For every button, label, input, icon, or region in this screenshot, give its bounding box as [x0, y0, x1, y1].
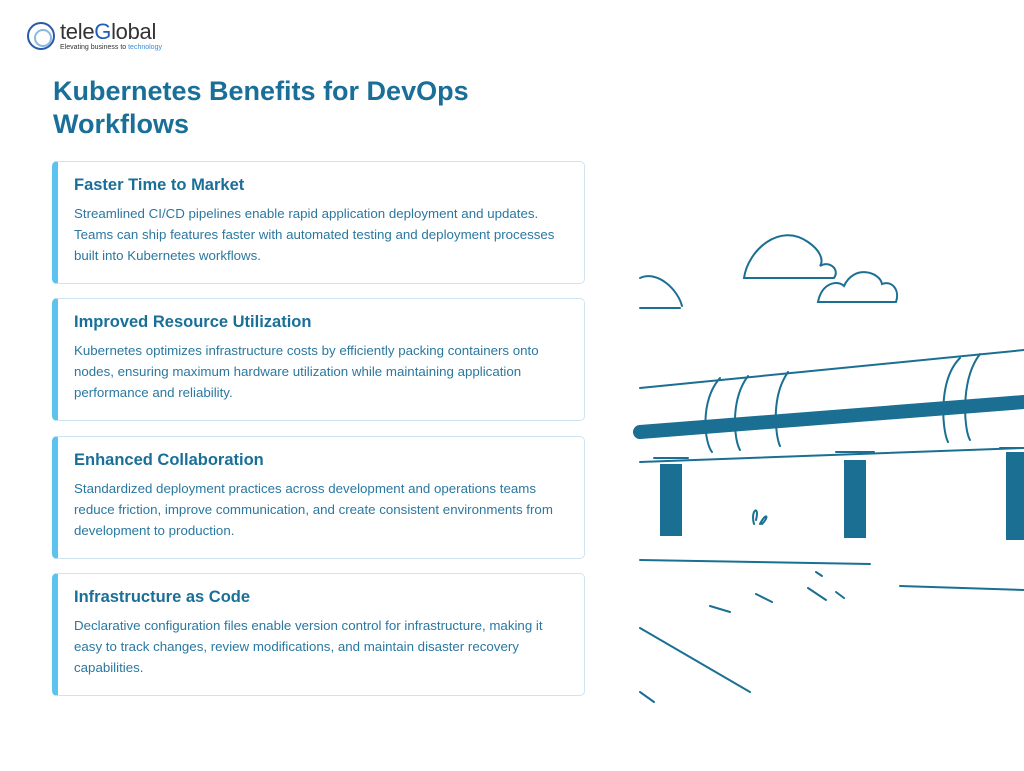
ground-lines — [639, 509, 1024, 703]
page-title: Kubernetes Benefits for DevOps Workflows — [53, 76, 469, 139]
card-title: Faster Time to Market — [74, 176, 245, 194]
benefit-card: Faster Time to Market Streamlined CI/CD … — [52, 161, 585, 284]
pipeline-icon — [633, 349, 1024, 540]
card-body: Standardized deployment practices across… — [74, 481, 553, 538]
card-body: Declarative configuration files enable v… — [74, 618, 543, 675]
logo-globe-icon — [27, 22, 55, 50]
benefit-card: Enhanced Collaboration Standardized depl… — [52, 436, 585, 559]
logo: teleGlobal Elevating business to technol… — [27, 21, 162, 51]
card-title: Infrastructure as Code — [74, 588, 251, 606]
benefit-card: Improved Resource Utilization Kubernetes… — [52, 298, 585, 421]
card-title: Enhanced Collaboration — [74, 451, 264, 469]
card-body: Kubernetes optimizes infrastructure cost… — [74, 343, 539, 400]
benefit-card: Infrastructure as Code Declarative confi… — [52, 573, 585, 696]
tagline: Elevating business to technology — [60, 44, 162, 51]
pipeline-illustration — [633, 234, 1024, 703]
card-body: Streamlined CI/CD pipelines enable rapid… — [74, 206, 555, 263]
brand-name: teleGlobal — [60, 19, 157, 44]
card-title: Improved Resource Utilization — [74, 313, 312, 331]
cloud-icon — [639, 234, 898, 309]
